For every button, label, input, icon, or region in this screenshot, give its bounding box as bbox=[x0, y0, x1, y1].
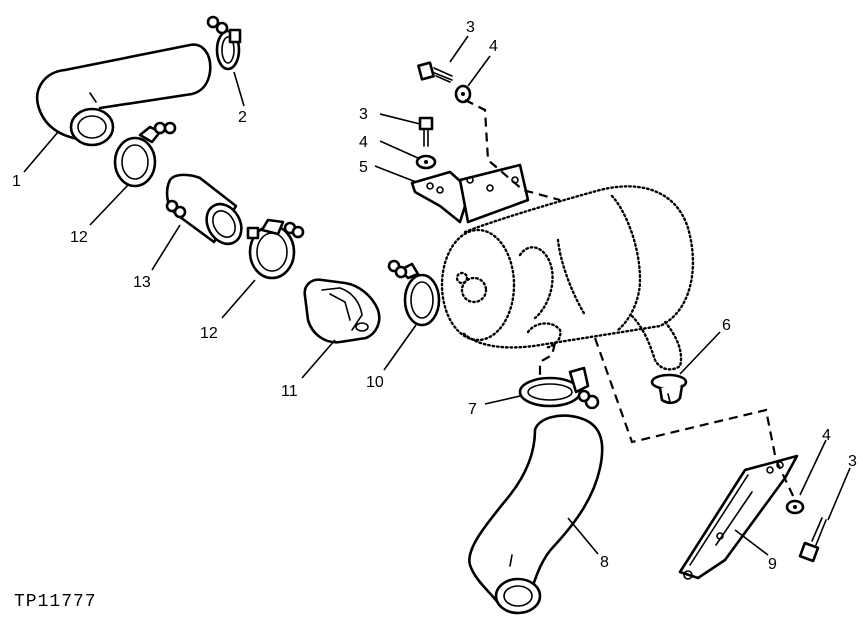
washer-4-lower bbox=[785, 499, 805, 515]
washer-4-top bbox=[454, 84, 472, 104]
part-6-dust-valve bbox=[650, 373, 688, 405]
callout-3-top: 3 bbox=[466, 19, 475, 36]
callout-9: 9 bbox=[768, 556, 777, 573]
callout-4-lower: 4 bbox=[822, 427, 831, 444]
callout-7: 7 bbox=[468, 401, 477, 418]
callout-3-middle: 3 bbox=[359, 106, 368, 123]
callout-13: 13 bbox=[133, 274, 151, 291]
part-12-clamp-upper bbox=[113, 121, 177, 188]
callout-12-upper: 12 bbox=[70, 229, 88, 246]
callout-8: 8 bbox=[600, 554, 609, 571]
assembly-line-lower bbox=[593, 337, 796, 501]
part-2-hose-clamp bbox=[206, 15, 242, 71]
callout-5: 5 bbox=[359, 159, 368, 176]
part-7-outlet-clamp bbox=[518, 366, 600, 410]
air-cleaner-housing bbox=[440, 185, 695, 371]
callout-11: 11 bbox=[281, 383, 298, 400]
part-12-clamp-lower bbox=[246, 218, 305, 280]
leader-lines bbox=[23, 35, 851, 556]
part-13-connector-tube bbox=[165, 173, 243, 246]
part-9-support-bracket bbox=[678, 454, 799, 580]
bolt-3-middle bbox=[418, 116, 434, 147]
part-8-outlet-hose bbox=[468, 414, 604, 615]
figure-id: TP11777 bbox=[14, 592, 97, 612]
callout-4-middle: 4 bbox=[359, 134, 368, 151]
assembly-line-clamp bbox=[538, 342, 557, 380]
callout-4-top: 4 bbox=[489, 38, 498, 55]
bolt-3-lower bbox=[798, 517, 827, 563]
callout-2: 2 bbox=[238, 109, 247, 126]
callout-6: 6 bbox=[722, 317, 731, 334]
callout-labels: 1 2 3 4 3 4 5 12 13 12 11 10 6 7 8 9 4 3 bbox=[12, 19, 857, 573]
part-10-hose-clamp bbox=[387, 259, 441, 327]
callout-12-lower: 12 bbox=[200, 325, 218, 342]
callout-3-lower: 3 bbox=[848, 453, 857, 470]
washer-4-middle bbox=[415, 154, 437, 170]
part-11-rubber-adapter bbox=[303, 278, 381, 344]
part-5-mounting-bracket bbox=[410, 163, 530, 224]
bolt-3-top bbox=[417, 61, 453, 83]
callout-10: 10 bbox=[366, 374, 384, 391]
part-1-elbow-hose bbox=[35, 43, 212, 147]
callout-1: 1 bbox=[12, 173, 21, 190]
